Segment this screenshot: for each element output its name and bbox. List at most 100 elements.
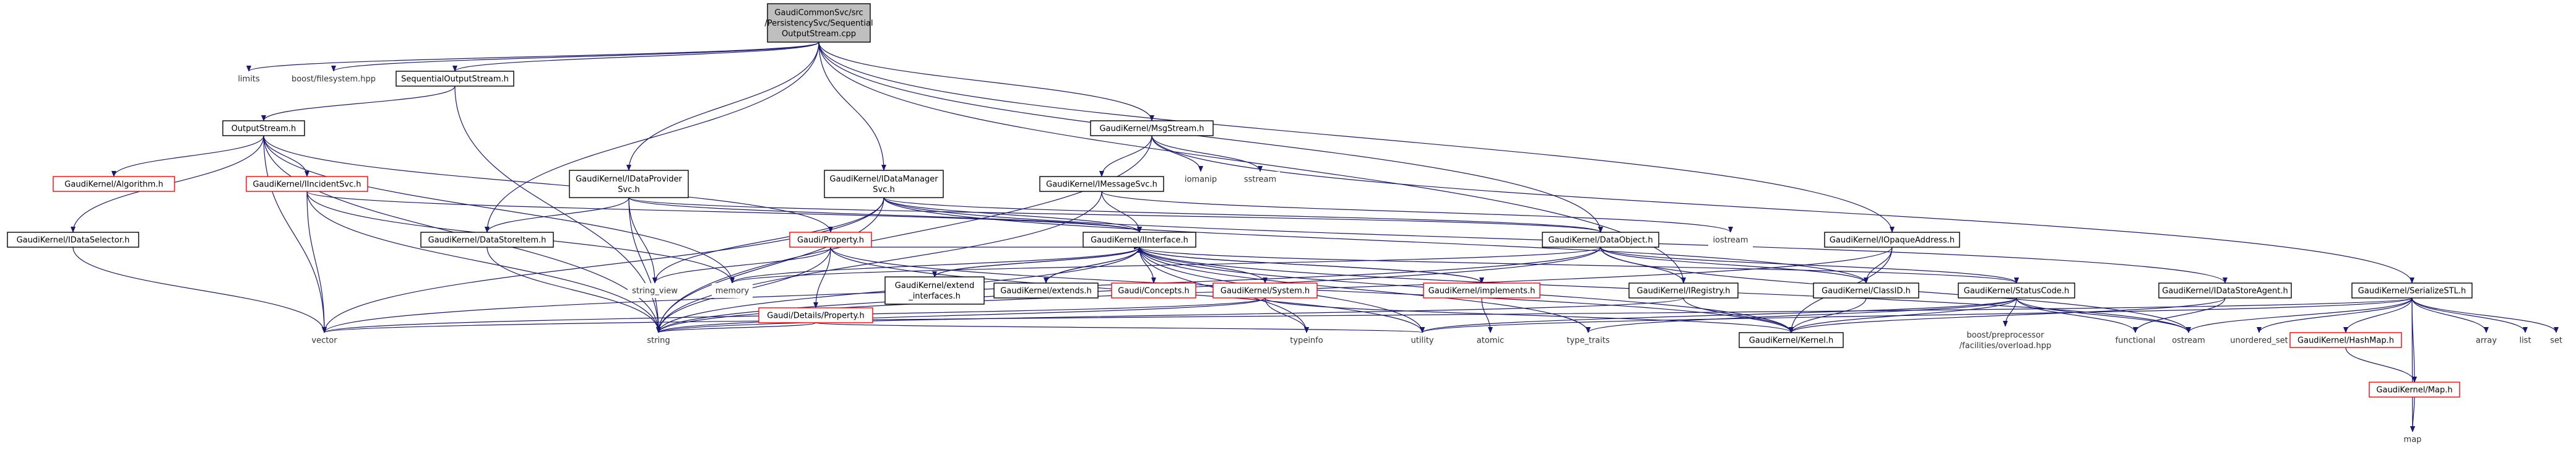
node-root[interactable]: GaudiCommonSvc/src/PersistencySvc/Sequen…	[764, 3, 873, 43]
node-box-imessagesvc	[1039, 176, 1164, 192]
node-label-idatamanager-1: Svc.h	[873, 185, 894, 195]
node-utility[interactable]: utility	[1403, 333, 1442, 348]
edge-gproperty-to-detailsprop	[813, 247, 831, 308]
node-extends[interactable]: GaudiKernel/extends.h	[993, 282, 1099, 299]
node-memory[interactable]: memory	[712, 283, 753, 298]
node-box-sstream	[1240, 172, 1280, 186]
edge-iinterface-to-system	[1139, 247, 1268, 284]
node-label-system-0: GaudiKernel/System.h	[1221, 287, 1310, 296]
node-label-extendif-0: GaudiKernel/extend	[895, 281, 974, 291]
node-string[interactable]: string	[641, 333, 676, 348]
node-unorderedset[interactable]: unordered_set	[2228, 333, 2290, 348]
node-datastoreitem[interactable]: GaudiKernel/DataStoreItem.h	[420, 232, 554, 248]
node-box-idatamanager	[824, 170, 944, 198]
node-ostream[interactable]: ostream	[2168, 333, 2210, 348]
node-label-imessagesvc-0: GaudiKernel/IMessageSvc.h	[1046, 180, 1157, 190]
node-box-outputstream	[222, 120, 305, 136]
node-iinterface[interactable]: GaudiKernel/IInterface.h	[1083, 232, 1196, 248]
edge-msgstream-to-serializestl	[1151, 135, 2414, 284]
edge-idatamanager-to-stringview	[652, 197, 884, 284]
node-label-map-0: map	[2404, 435, 2422, 445]
node-iomanip[interactable]: iomanip	[1181, 172, 1221, 186]
edge-serializestl-to-list	[2411, 297, 2528, 333]
edge-iincidentsvc-to-string	[306, 191, 661, 333]
node-extendif[interactable]: GaudiKernel/extend_interfaces.h	[884, 276, 985, 305]
edge-serializestl-to-vector	[322, 297, 2413, 333]
node-idataselector[interactable]: GaudiKernel/IDataSelector.h	[7, 232, 139, 248]
node-map[interactable]: map	[2395, 432, 2430, 447]
node-boostpp[interactable]: boost/preprocessor/facilities/overload.h…	[1950, 326, 2061, 354]
node-classid[interactable]: GaudiKernel/ClassID.h	[1813, 282, 1919, 299]
edge-msgstream-to-iomanip	[1151, 135, 1203, 172]
node-implements[interactable]: GaudiKernel/implements.h	[1423, 282, 1541, 299]
node-detailsprop[interactable]: Gaudi/Details/Property.h	[758, 307, 873, 323]
edge-idatamanager-to-dataobject	[883, 197, 1603, 233]
node-outputstream[interactable]: OutputStream.h	[222, 120, 305, 136]
node-functional[interactable]: functional	[2111, 333, 2160, 348]
edge-dataobject-to-classid	[1600, 247, 1869, 284]
edge-extendif-to-iinterface	[934, 247, 1142, 278]
edge-idataselector-to-vector	[72, 247, 327, 333]
node-stringview[interactable]: string_view	[628, 283, 682, 298]
node-seqos[interactable]: SequentialOutputStream.h	[395, 71, 514, 87]
edge-serializestl-to-array	[2411, 297, 2489, 333]
node-box-classid	[1813, 282, 1919, 299]
edge-iregistry-to-kernel	[1683, 297, 1794, 333]
node-sstream[interactable]: sstream	[1240, 172, 1280, 186]
node-kernel[interactable]: GaudiKernel/Kernel.h	[1739, 332, 1844, 348]
node-vector[interactable]: vector	[307, 333, 342, 348]
edge-idatastoreagent-to-kernel	[1789, 297, 2226, 333]
node-box-datastoreitem	[420, 232, 554, 248]
edge-iinterface-to-statuscode	[1139, 247, 2019, 284]
edge-statuscode-to-typetraits	[1586, 297, 2017, 333]
node-limits[interactable]: limits	[233, 71, 265, 86]
node-label-implements-0: GaudiKernel/implements.h	[1428, 287, 1536, 296]
node-box-kernel	[1739, 332, 1844, 348]
node-box-system	[1212, 282, 1318, 299]
node-iopaque[interactable]: GaudiKernel/IOpaqueAddress.h	[1824, 232, 1960, 248]
node-concepts[interactable]: Gaudi/Concepts.h	[1111, 282, 1196, 299]
node-label-hashmap-0: GaudiKernel/HashMap.h	[2297, 336, 2394, 346]
edge-statuscode-to-boostpp	[2003, 297, 2017, 327]
node-label-root-0: GaudiCommonSvc/src	[774, 9, 863, 18]
node-idatastoreagent[interactable]: GaudiKernel/IDataStoreAgent.h	[2158, 282, 2292, 299]
node-msgstream[interactable]: GaudiKernel/MsgStream.h	[1090, 120, 1214, 136]
node-box-utility	[1403, 333, 1442, 348]
edge-serializestl-to-hashmap	[2343, 297, 2413, 333]
node-typetraits[interactable]: type_traits	[1560, 333, 1617, 348]
node-box-gproperty	[789, 232, 872, 248]
node-iostream[interactable]: iostream	[1708, 232, 1753, 247]
edge-system-to-string	[656, 297, 1266, 333]
node-label-idataselector-0: GaudiKernel/IDataSelector.h	[17, 236, 130, 245]
node-array[interactable]: array	[2471, 333, 2502, 348]
node-algorithm[interactable]: GaudiKernel/Algorithm.h	[53, 176, 175, 192]
node-label-root-2: OutputStream.cpp	[782, 30, 856, 39]
node-hashmap[interactable]: GaudiKernel/HashMap.h	[2289, 332, 2402, 348]
node-typeinfo[interactable]: typeinfo	[1285, 333, 1328, 348]
node-boostfs[interactable]: boost/filesystem.hpp	[285, 71, 383, 86]
node-serializestl[interactable]: GaudiKernel/SerializeSTL.h	[2351, 282, 2473, 299]
node-atomic[interactable]: atomic	[1471, 333, 1510, 348]
node-system[interactable]: GaudiKernel/System.h	[1212, 282, 1318, 299]
node-gproperty[interactable]: Gaudi/Property.h	[789, 232, 872, 248]
edge-gproperty-to-stringview	[652, 247, 831, 284]
node-statuscode[interactable]: GaudiKernel/StatusCode.h	[1958, 282, 2075, 299]
node-gkmap[interactable]: GaudiKernel/Map.h	[2369, 382, 2460, 398]
node-box-iregistry	[1628, 282, 1739, 299]
edge-detailsprop-to-string	[656, 322, 816, 333]
edge-datastoreitem-to-string	[486, 247, 661, 333]
edge-hashmap-to-gkmap	[2345, 347, 2417, 383]
node-iregistry[interactable]: GaudiKernel/IRegistry.h	[1628, 282, 1739, 299]
node-label-seqos-0: SequentialOutputStream.h	[401, 75, 509, 84]
node-list[interactable]: list	[2514, 333, 2536, 348]
node-dataobject[interactable]: GaudiKernel/DataObject.h	[1542, 232, 1659, 248]
node-label-memory-0: memory	[715, 287, 750, 296]
node-imessagesvc[interactable]: GaudiKernel/IMessageSvc.h	[1039, 176, 1164, 192]
node-set[interactable]: set	[2545, 333, 2567, 348]
node-iincidentsvc[interactable]: GaudiKernel/IIncidentSvc.h	[246, 176, 368, 192]
node-label-string-0: string	[647, 336, 670, 346]
node-label-gproperty-0: Gaudi/Property.h	[797, 236, 864, 245]
node-box-functional	[2111, 333, 2160, 348]
